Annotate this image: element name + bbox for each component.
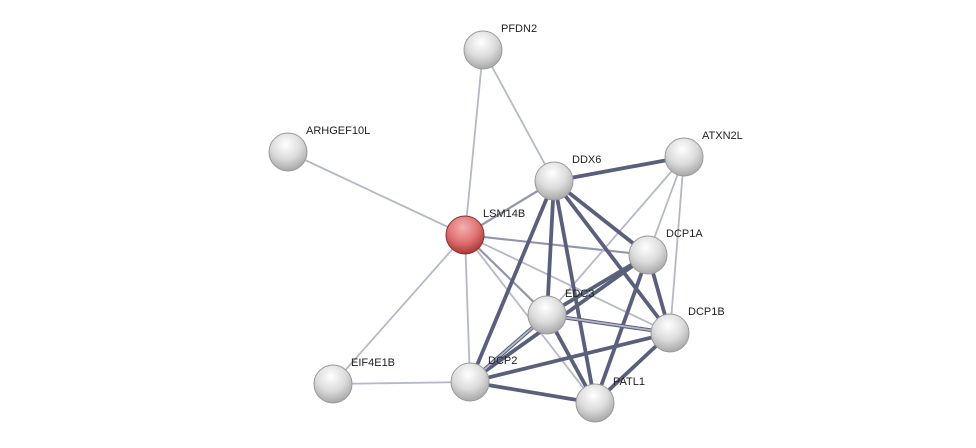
edge-eif4e1b-dcp2[interactable] bbox=[332, 381, 471, 385]
edge-atxn2l-edc3[interactable] bbox=[546, 156, 685, 316]
node-label: ARHGEF10L bbox=[306, 125, 370, 137]
node-sphere[interactable] bbox=[445, 215, 485, 255]
node-sphere[interactable] bbox=[463, 30, 503, 70]
node-ddx6[interactable]: DDX6 bbox=[534, 154, 601, 201]
edge-lsm14b-dcp1a[interactable] bbox=[464, 233, 649, 257]
node-label: EIF4E1B bbox=[351, 357, 395, 369]
node-sphere[interactable] bbox=[527, 295, 567, 335]
node-edc3[interactable]: EDC3 bbox=[527, 288, 594, 335]
edge-dcp1a-patl1[interactable] bbox=[593, 254, 650, 404]
node-dcp1b[interactable]: DCP1B bbox=[650, 306, 725, 353]
node-pfdn2[interactable]: PFDN2 bbox=[463, 23, 537, 70]
edge-edc3-dcp1b[interactable] bbox=[546, 314, 671, 334]
node-label: DCP2 bbox=[488, 355, 517, 367]
edge-ddx6-dcp2[interactable] bbox=[468, 180, 556, 383]
node-sphere[interactable] bbox=[313, 364, 353, 404]
edge-atxn2l-ddx6[interactable] bbox=[553, 155, 685, 183]
node-label: DCP1B bbox=[688, 306, 725, 318]
node-sphere[interactable] bbox=[650, 313, 690, 353]
node-atxn2l[interactable]: ATXN2L bbox=[664, 130, 743, 177]
node-label: EDC3 bbox=[565, 288, 594, 300]
node-sphere[interactable] bbox=[268, 132, 308, 172]
edge-pfdn2-ddx6[interactable] bbox=[482, 49, 555, 182]
node-sphere[interactable] bbox=[450, 362, 490, 402]
node-arhgef10l[interactable]: ARHGEF10L bbox=[268, 125, 370, 172]
node-label: DCP1A bbox=[666, 228, 703, 240]
node-label: PFDN2 bbox=[501, 23, 537, 35]
edge-ddx6-patl1[interactable] bbox=[552, 180, 597, 404]
edge-ddx6-edc3[interactable] bbox=[545, 180, 556, 316]
node-sphere[interactable] bbox=[575, 383, 615, 423]
node-label: PATL1 bbox=[613, 376, 645, 388]
node-eif4e1b[interactable]: EIF4E1B bbox=[313, 357, 395, 404]
node-sphere[interactable] bbox=[664, 137, 704, 177]
edge-ddx6-dcp1b[interactable] bbox=[552, 179, 672, 335]
node-sphere[interactable] bbox=[534, 161, 574, 201]
edge-lsm14b-dcp2[interactable] bbox=[464, 234, 471, 383]
node-patl1[interactable]: PATL1 bbox=[575, 376, 645, 423]
edge-atxn2l-dcp1b[interactable] bbox=[669, 156, 685, 334]
node-label: LSM14B bbox=[483, 208, 525, 220]
node-sphere[interactable] bbox=[628, 235, 668, 275]
edge-lsm14b-eif4e1b[interactable] bbox=[332, 234, 466, 385]
node-lsm14b[interactable]: LSM14B bbox=[445, 208, 525, 255]
edge-dcp2-dcp1b[interactable] bbox=[469, 331, 671, 384]
edge-dcp2-patl1[interactable] bbox=[469, 380, 596, 405]
node-label: DDX6 bbox=[572, 154, 601, 166]
node-dcp1a[interactable]: DCP1A bbox=[628, 228, 703, 275]
edge-ddx6-dcp1a[interactable] bbox=[552, 179, 650, 257]
edge-arhgef10l-lsm14b[interactable] bbox=[287, 151, 466, 236]
edge-lsm14b-dcp1b[interactable] bbox=[464, 234, 671, 334]
edge-pfdn2-lsm14b[interactable] bbox=[464, 49, 484, 236]
node-label: ATXN2L bbox=[702, 130, 743, 142]
node-dcp2[interactable]: DCP2 bbox=[450, 355, 517, 402]
